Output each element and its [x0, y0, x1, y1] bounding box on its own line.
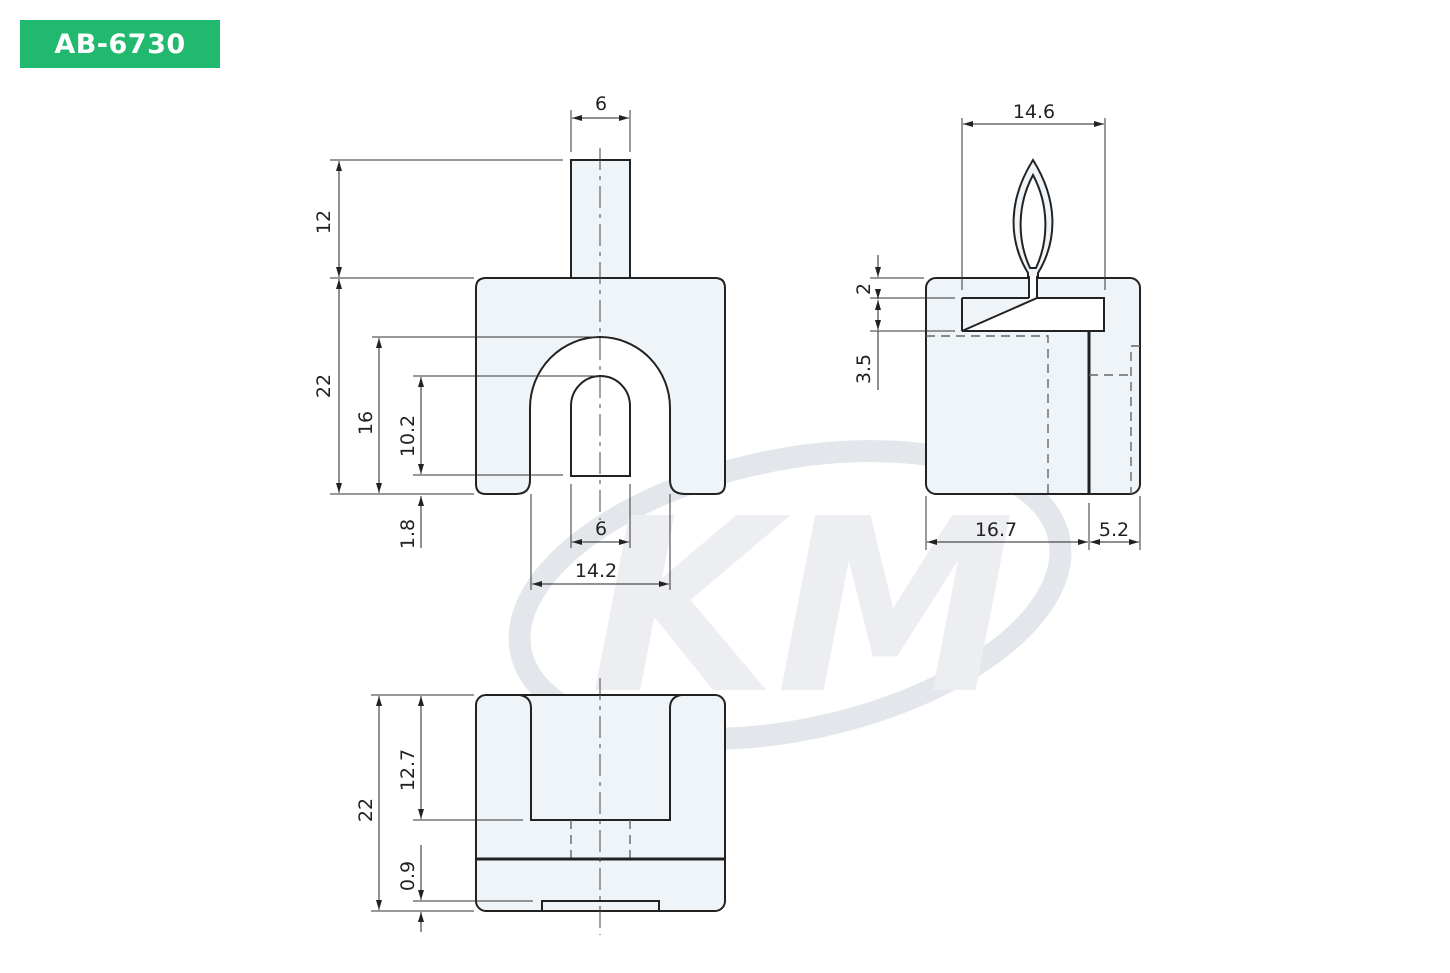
dim-stem-width: 6: [595, 93, 607, 115]
dim-body-height: 22: [313, 374, 335, 398]
front-view: 6 12 22 16 10.2 1.8 6 14.2: [313, 93, 726, 590]
dim-bottom-body-height: 22: [355, 798, 377, 822]
dim-slot-depth: 3.5: [853, 354, 875, 384]
part-number-badge: AB-6730: [20, 20, 220, 68]
dim-slot-width: 6: [595, 518, 607, 540]
dim-clip-width: 14.6: [1013, 101, 1055, 123]
side-view: 14.6 2 3.5 16.7 5.2: [853, 101, 1141, 550]
dim-arch-height: 16: [355, 411, 377, 435]
dim-stem-height: 12: [313, 210, 335, 234]
dim-top-thickness: 2: [853, 283, 875, 295]
dim-recess-depth: 0.9: [397, 861, 419, 891]
watermark-logo: KM: [508, 440, 1072, 750]
dim-flange-length: 5.2: [1099, 519, 1129, 541]
dim-bottom-offset: 1.8: [397, 519, 419, 549]
dim-slot-height: 10.2: [397, 415, 419, 457]
dim-main-length: 16.7: [975, 519, 1017, 541]
dim-arch-width: 14.2: [575, 560, 617, 582]
bottom-view: 22 12.7 0.9: [355, 678, 726, 935]
dim-channel-depth: 12.7: [397, 749, 419, 791]
front-body: [475, 277, 726, 495]
